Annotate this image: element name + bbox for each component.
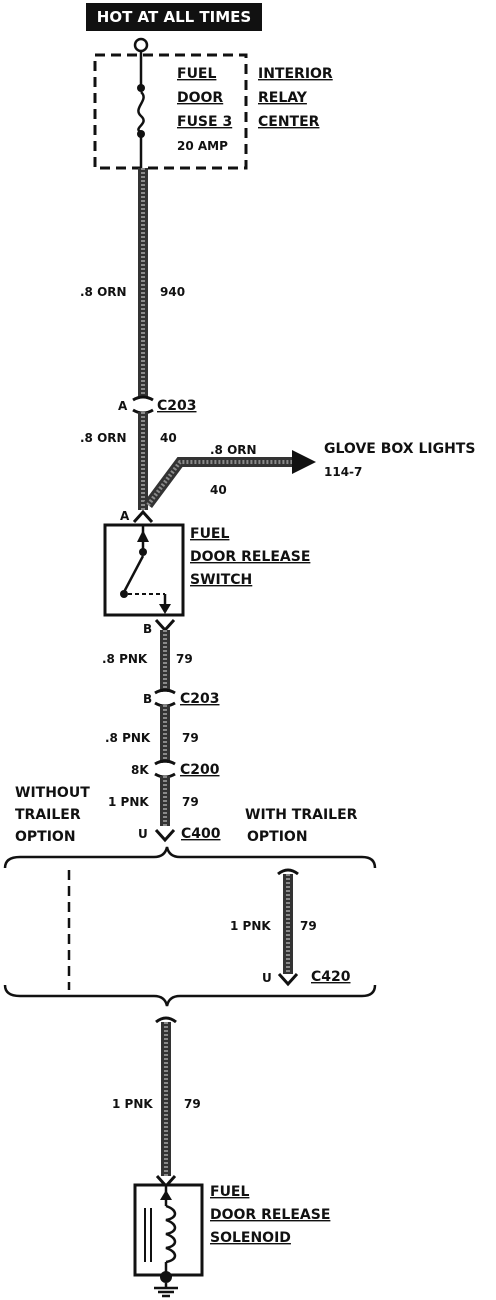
hot-label-box (86, 3, 262, 31)
c203-a-pin: A (118, 399, 128, 413)
wire-79-d-circuit: 79 (300, 919, 317, 933)
fuse-rating: 20 AMP (177, 139, 228, 153)
option-brace-bottom (3, 984, 377, 1007)
switch-terminal-a (132, 509, 154, 524)
connector-c200 (154, 759, 176, 779)
glove-branch-gauge: .8 ORN (210, 443, 257, 457)
switch-label-line-2: DOOR RELEASE (190, 549, 310, 565)
c203-b-pin: B (143, 692, 152, 706)
c203-b-name: C203 (180, 691, 220, 707)
interior-relay-center-box (93, 53, 248, 170)
option-brace-top (3, 846, 377, 869)
switch-pin-a: A (120, 509, 130, 523)
without-trailer-line-1: WITHOUT (15, 785, 90, 801)
switch-label-line-3: SWITCH (190, 572, 252, 588)
center-label-line-2: RELAY (258, 90, 308, 106)
solenoid-label-line-1: FUEL (210, 1184, 249, 1200)
wire-79-a-circuit: 79 (176, 652, 193, 666)
wire-79-b-gauge: .8 PNK (105, 731, 151, 745)
with-trailer-line-1: WITH TRAILER (245, 807, 358, 823)
wire-79-c-gauge: 1 PNK (108, 795, 149, 809)
wire-79-b-circuit: 79 (182, 731, 199, 745)
power-terminal (133, 37, 149, 53)
center-label-line-3: CENTER (258, 114, 320, 130)
connector-c203-a (132, 395, 154, 415)
wire-79-c-circuit: 79 (182, 795, 199, 809)
connector-c203-b (154, 688, 176, 708)
wire-940-gauge: .8 ORN (80, 285, 127, 299)
c200-name: C200 (180, 762, 220, 778)
wire-40-circuit: 40 (160, 431, 177, 445)
wire-79-d-gauge: 1 PNK (230, 919, 271, 933)
wire-79-e-gauge: 1 PNK (112, 1097, 153, 1111)
c400-name: C400 (181, 826, 221, 842)
with-trailer-line-2: OPTION (247, 829, 308, 845)
solenoid-wire-top-terminal (155, 1016, 177, 1024)
wire-79-e-circuit: 79 (184, 1097, 201, 1111)
c420-top-terminal (277, 868, 299, 876)
c420-pin: U (262, 971, 272, 985)
c203-a-name: C203 (157, 398, 197, 414)
without-trailer-line-2: TRAILER (15, 807, 81, 823)
c400-pin: U (138, 827, 148, 841)
solenoid-label-line-3: SOLENOID (210, 1230, 291, 1246)
wire-940-circuit: 940 (160, 285, 185, 299)
glove-box-label-line-2: 114-7 (324, 465, 362, 479)
glove-box-label-line-1: GLOVE BOX LIGHTS (324, 441, 475, 457)
switch-label-line-1: FUEL (190, 526, 229, 542)
wire-40-gauge: .8 ORN (80, 431, 127, 445)
fuse-symbol (137, 51, 145, 168)
glove-box-arrow (292, 450, 316, 474)
fuse-label-line-1: FUEL (177, 66, 216, 82)
ground-icon (154, 1271, 178, 1298)
wire-79-a-gauge: .8 PNK (102, 652, 148, 666)
center-label-line-1: INTERIOR (258, 66, 333, 82)
c420-name: C420 (311, 969, 351, 985)
without-trailer-line-3: OPTION (15, 829, 76, 845)
hot-label: HOT AT ALL TIMES (97, 8, 251, 26)
connector-c400 (154, 828, 176, 843)
fuse-label-line-2: DOOR (177, 90, 223, 106)
switch-symbol (120, 525, 171, 614)
solenoid-label-line-2: DOOR RELEASE (210, 1207, 330, 1223)
switch-terminal-b (154, 618, 176, 633)
connector-c420 (277, 972, 299, 987)
switch-pin-b: B (143, 622, 152, 636)
glove-branch-circuit: 40 (210, 483, 227, 497)
c200-pin: 8K (131, 763, 149, 777)
fuse-label-line-3: FUSE 3 (177, 114, 232, 130)
